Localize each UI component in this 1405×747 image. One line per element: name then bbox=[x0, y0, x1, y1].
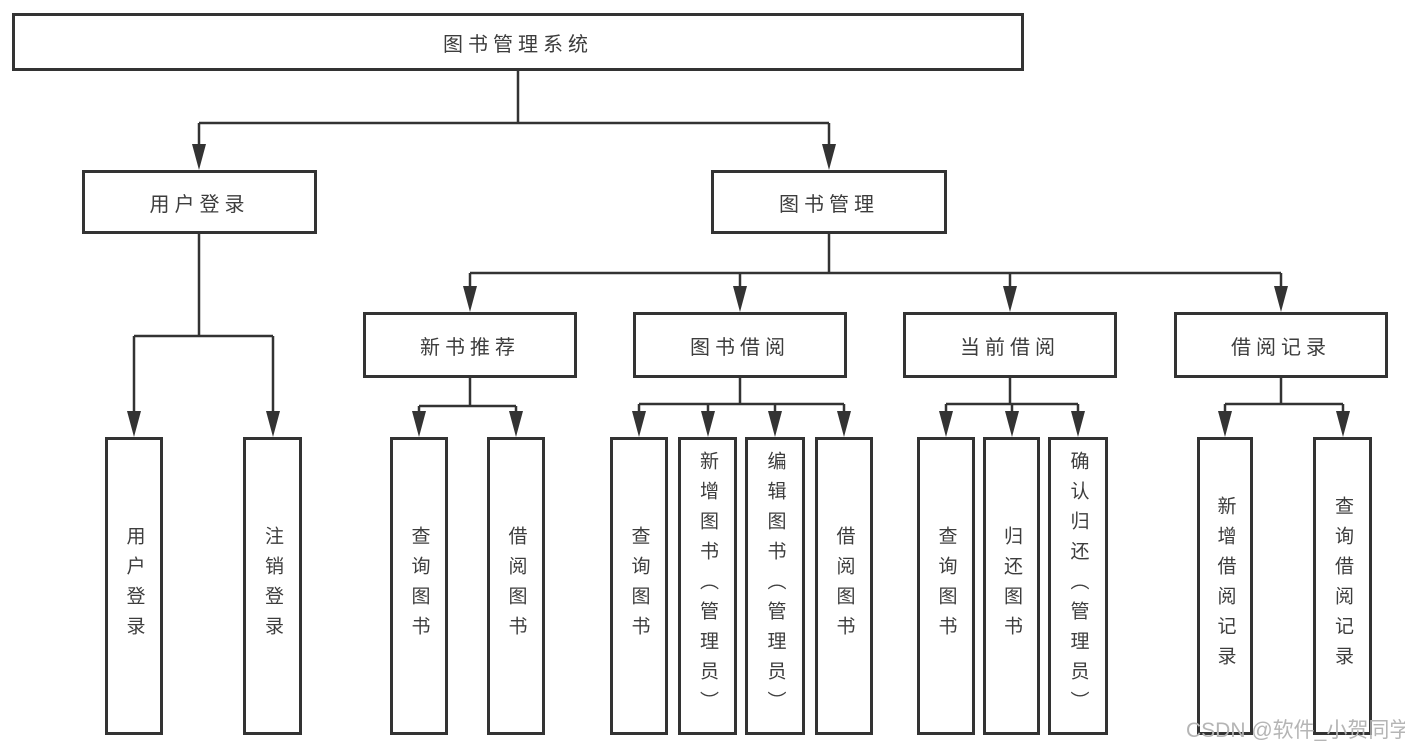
leaf-label: 注销登录 bbox=[262, 526, 283, 646]
leaf-query-books-current: 查询图书 bbox=[917, 437, 975, 735]
leaf-label: 用户登录 bbox=[123, 526, 145, 646]
leaf-label: 确认归还（管理员） bbox=[1067, 451, 1089, 721]
leaf-label: 借阅图书 bbox=[833, 526, 855, 646]
leaf-label: 归还图书 bbox=[1001, 526, 1022, 646]
leaf-query-borrow-record: 查询借阅记录 bbox=[1313, 437, 1372, 735]
leaf-add-books-admin: 新增图书（管理员） bbox=[678, 437, 737, 735]
node-new-book-recommend: 新书推荐 bbox=[363, 312, 577, 378]
leaf-label: 查询图书 bbox=[935, 526, 957, 646]
node-book-management: 图书管理 bbox=[711, 170, 947, 234]
leaf-borrow-books-recommend: 借阅图书 bbox=[487, 437, 545, 735]
node-borrow-records: 借阅记录 bbox=[1174, 312, 1388, 378]
node-current-borrow: 当前借阅 bbox=[903, 312, 1117, 378]
leaf-confirm-return-admin: 确认归还（管理员） bbox=[1048, 437, 1108, 735]
leaf-label: 借阅图书 bbox=[505, 526, 527, 646]
leaf-label: 新增借阅记录 bbox=[1214, 496, 1236, 676]
leaf-edit-books-admin: 编辑图书（管理员） bbox=[745, 437, 805, 735]
leaf-return-books: 归还图书 bbox=[983, 437, 1040, 735]
leaf-query-books-recommend: 查询图书 bbox=[390, 437, 448, 735]
leaf-user-login: 用户登录 bbox=[105, 437, 163, 735]
node-root-system: 图书管理系统 bbox=[12, 13, 1024, 71]
leaf-borrow-books: 借阅图书 bbox=[815, 437, 873, 735]
node-book-borrow: 图书借阅 bbox=[633, 312, 847, 378]
leaf-query-books-borrow: 查询图书 bbox=[610, 437, 668, 735]
leaf-label: 编辑图书（管理员） bbox=[764, 451, 786, 721]
leaf-logout: 注销登录 bbox=[243, 437, 302, 735]
leaf-add-borrow-record: 新增借阅记录 bbox=[1197, 437, 1253, 735]
leaf-label: 查询借阅记录 bbox=[1332, 496, 1353, 676]
leaf-label: 查询图书 bbox=[628, 526, 650, 646]
leaf-label: 新增图书（管理员） bbox=[697, 451, 718, 721]
leaf-label: 查询图书 bbox=[408, 526, 430, 646]
node-user-login: 用户登录 bbox=[82, 170, 317, 234]
csdn-watermark: CSDN @软件_小贺同学 bbox=[1186, 719, 1405, 742]
